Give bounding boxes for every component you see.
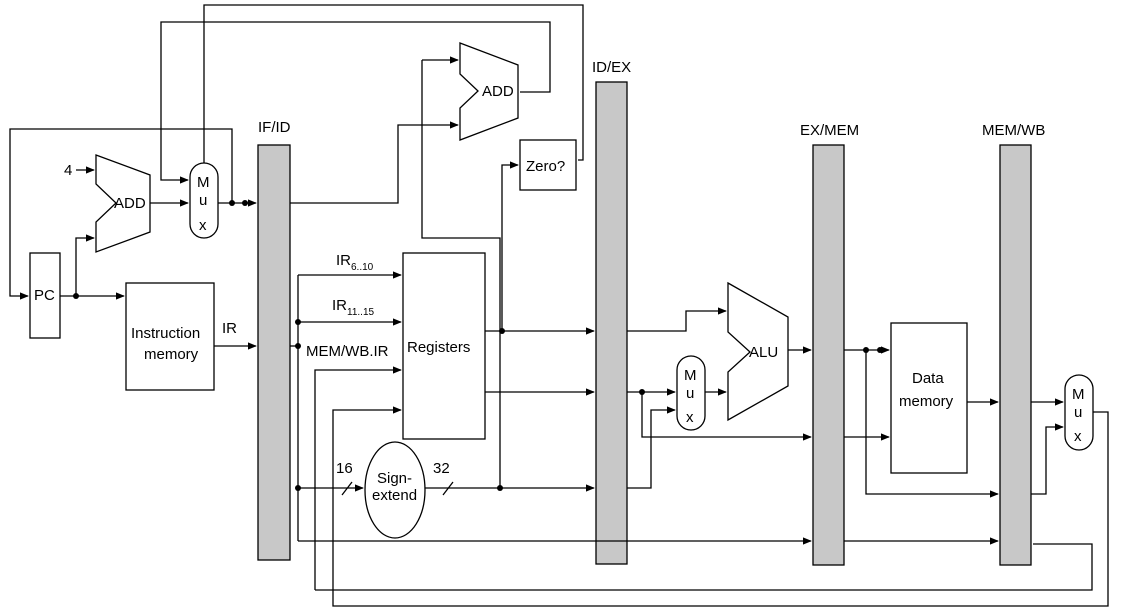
ir-field-b: IR11..15 — [332, 297, 374, 318]
bits-in-label: 16 — [336, 460, 353, 477]
data-memory-line2: memory — [899, 393, 954, 410]
sign-extend-unit — [364, 441, 426, 539]
sign-extend-line1: Sign- — [377, 470, 412, 487]
data-memory-line1: Data — [912, 370, 944, 387]
register-file-label: Registers — [407, 339, 470, 356]
constant-four: 4 — [64, 162, 72, 179]
register-file — [402, 252, 486, 440]
alu-mux-m: M — [684, 367, 697, 384]
pc-mux-m: M — [197, 174, 210, 191]
if-id-label: IF/ID — [258, 119, 291, 136]
pc-mux-u: u — [199, 192, 207, 209]
branch-adder-label: ADD — [482, 83, 514, 100]
pc-label: PC — [34, 287, 55, 304]
id-ex-register — [595, 81, 628, 565]
data-memory — [890, 322, 968, 474]
branch-target-adder — [459, 42, 519, 141]
alu-mux-u: u — [686, 385, 694, 402]
ir-field-a: IR6..10 — [336, 252, 374, 273]
alu-input-mux — [676, 355, 706, 431]
wb-mux-x: x — [1074, 428, 1082, 445]
pc-mux-x: x — [199, 217, 207, 234]
wb-mux-m: M — [1072, 386, 1085, 403]
alu — [727, 281, 789, 422]
wb-mux-u: u — [1074, 404, 1082, 421]
zero-test-label: Zero? — [526, 158, 565, 175]
instruction-memory — [125, 282, 215, 391]
zero-test-unit — [519, 139, 577, 191]
mem-wb-register — [999, 144, 1032, 566]
ir-label: IR — [222, 320, 237, 337]
instruction-memory-line1: Instruction — [131, 325, 200, 342]
pc-increment-adder — [95, 154, 151, 253]
alu-mux-x: x — [686, 409, 694, 426]
sign-extend-line2: extend — [372, 487, 417, 504]
ex-mem-label: EX/MEM — [800, 122, 859, 139]
mem-wb-label: MEM/WB — [982, 122, 1045, 139]
bits-out-label: 32 — [433, 460, 450, 477]
if-id-register — [257, 144, 291, 561]
pc-adder-label: ADD — [114, 195, 146, 212]
ex-mem-register — [812, 144, 845, 566]
program-counter — [29, 252, 61, 339]
id-ex-label: ID/EX — [592, 59, 631, 76]
memwb-ir-label: MEM/WB.IR — [306, 343, 389, 360]
instruction-memory-line2: memory — [144, 346, 199, 363]
alu-label: ALU — [749, 344, 778, 361]
